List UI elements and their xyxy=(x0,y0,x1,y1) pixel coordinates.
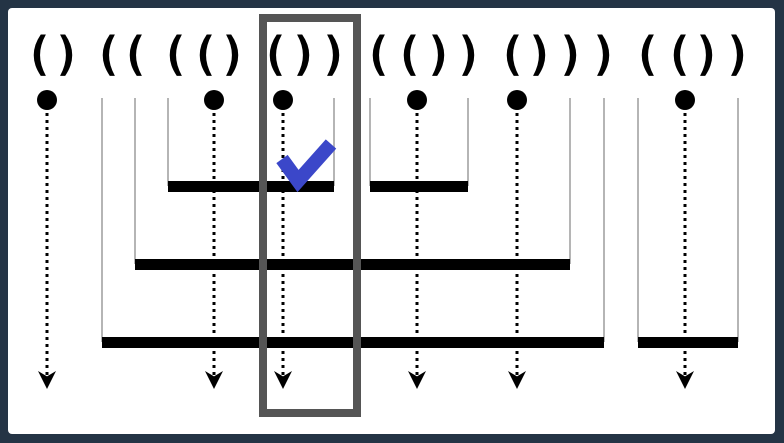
close-paren: ) xyxy=(526,27,554,81)
dot-marker xyxy=(37,90,57,110)
match-bar xyxy=(135,259,570,270)
diagram-panel: ()(((()())(())()))(()) xyxy=(8,8,775,434)
open-paren: ( xyxy=(25,27,53,81)
check-icon xyxy=(276,139,337,193)
match-bar xyxy=(370,181,468,192)
dot-marker xyxy=(407,90,427,110)
open-paren: ( xyxy=(121,27,149,81)
open-paren: ( xyxy=(161,27,189,81)
match-bar xyxy=(168,181,334,192)
dots xyxy=(37,90,695,110)
open-paren: ( xyxy=(633,27,661,81)
dot-marker xyxy=(273,90,293,110)
close-paren: ) xyxy=(320,27,348,81)
close-paren: ) xyxy=(290,27,318,81)
close-paren: ) xyxy=(455,27,483,81)
open-paren: ( xyxy=(395,27,423,81)
match-bars xyxy=(102,181,738,348)
open-paren: ( xyxy=(665,27,693,81)
open-paren: ( xyxy=(94,27,122,81)
dot-marker xyxy=(675,90,695,110)
parentheses-row: ()(((()())(())()))(()) xyxy=(25,27,752,81)
parenthesis-matching-diagram: ()(((()())(())()))(()) xyxy=(25,14,752,417)
open-paren: ( xyxy=(191,27,219,81)
close-paren: ) xyxy=(724,27,752,81)
close-paren: ) xyxy=(425,27,453,81)
guide-lines xyxy=(101,98,739,342)
match-bar xyxy=(638,337,738,348)
close-paren: ) xyxy=(590,27,618,81)
open-paren: ( xyxy=(364,27,392,81)
open-paren: ( xyxy=(498,27,526,81)
close-paren: ) xyxy=(219,27,247,81)
dot-marker xyxy=(204,90,224,110)
close-paren: ) xyxy=(53,27,81,81)
close-paren: ) xyxy=(693,27,721,81)
dot-marker xyxy=(507,90,527,110)
close-paren: ) xyxy=(557,27,585,81)
highlight-box xyxy=(259,14,361,417)
